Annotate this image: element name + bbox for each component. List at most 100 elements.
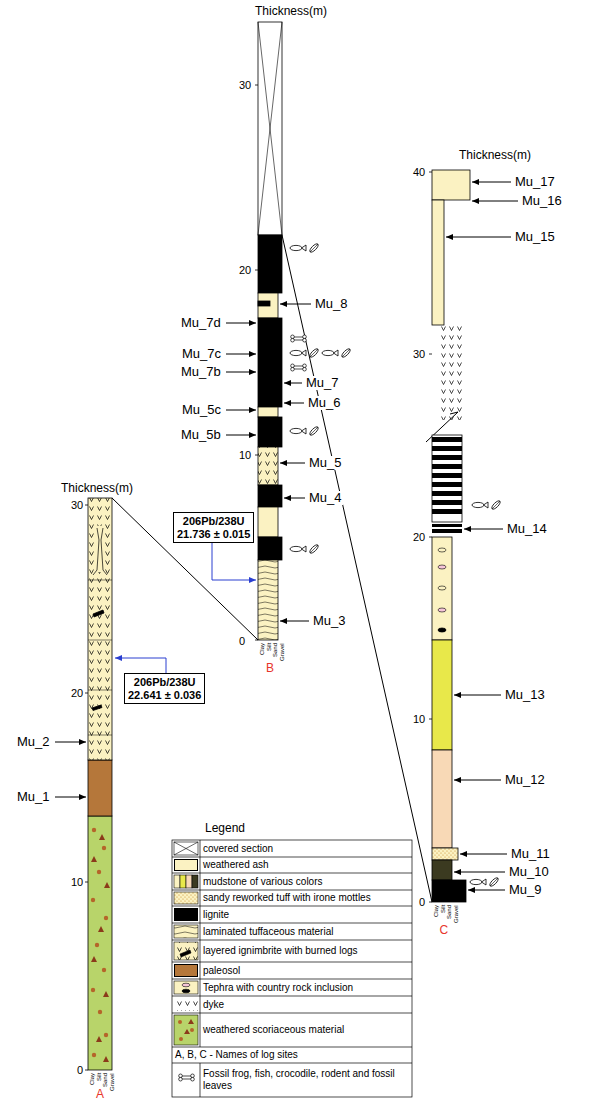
log-b — [258, 537, 282, 560]
log-b — [258, 318, 282, 407]
age-pointer — [115, 536, 256, 680]
fossil-icons — [290, 348, 319, 359]
depth-tick: 30 — [412, 348, 426, 361]
grain-size-label: Clay — [89, 1073, 95, 1085]
legend-text: weathered scoriaceous material — [203, 1024, 344, 1036]
axis-title: Thickness(m) — [254, 5, 328, 19]
site-name: C — [439, 924, 450, 936]
site-name: B — [265, 662, 275, 674]
log-c — [432, 750, 452, 848]
legend-text: laminated tuffaceous material — [203, 926, 333, 938]
sample-label: Mu_14 — [506, 522, 548, 537]
sample-arrow — [226, 354, 256, 355]
log-a — [85, 505, 88, 1070]
log-a — [91, 834, 110, 1062]
log-b — [258, 407, 278, 417]
sample-arrow — [55, 182, 518, 890]
log-c — [432, 200, 444, 325]
sample-label: Mu_6 — [307, 396, 342, 411]
grain-size-label: Silt — [96, 1073, 102, 1081]
sample-label: Mu_7d — [180, 316, 222, 331]
legend-text: sandy reworked tuff with irone mottles — [203, 892, 371, 904]
depth-tick: 20 — [238, 264, 252, 277]
depth-tick: 10 — [412, 713, 426, 726]
legend-text: dyke — [203, 999, 224, 1011]
fossil-icons — [322, 348, 351, 359]
sample-arrow — [460, 854, 507, 855]
log-a — [103, 1056, 109, 1062]
axis-title: Thickness(m) — [458, 149, 532, 163]
depth-tick: 10 — [238, 449, 252, 462]
grain-size-label: Clay — [433, 905, 439, 917]
isotope-ratio: 206Pb/238U — [177, 515, 250, 528]
sample-label: Mu_3 — [312, 614, 347, 629]
legend-sample — [190, 1028, 194, 1032]
sample-label: Mu_5c — [181, 403, 222, 418]
sample-label: Mu_10 — [508, 865, 550, 880]
grain-size-label: Gravel — [109, 1073, 115, 1091]
grain-size-label: Sand — [102, 1073, 108, 1087]
log-a — [102, 968, 106, 972]
depth-tick: 30 — [238, 79, 252, 92]
legend-text: Fossil frog, fish, crocodile, rodent and… — [203, 1068, 407, 1092]
sample-label: Mu_5 — [308, 456, 343, 471]
sample-label: Mu_1 — [16, 790, 51, 805]
log-c — [438, 586, 446, 590]
sample-arrow — [446, 237, 511, 238]
log-c — [432, 848, 458, 860]
legend-text: paleosol — [203, 965, 240, 977]
log-a — [93, 610, 104, 617]
depth-tick: 40 — [412, 166, 426, 179]
isotope-ratio: 206Pb/238U — [128, 676, 201, 689]
log-c — [438, 608, 446, 612]
legend-title: Legend — [204, 822, 246, 836]
sample-arrow — [226, 435, 256, 436]
depth-tick: 0 — [238, 635, 246, 648]
log-a — [102, 846, 106, 850]
log-c — [432, 640, 452, 750]
sample-arrow — [454, 872, 505, 873]
sample-arrow — [226, 410, 256, 411]
sample-arrow — [226, 372, 256, 373]
log-a — [104, 882, 110, 888]
log-b — [255, 22, 282, 640]
log-c — [432, 482, 462, 487]
legend-sample — [182, 983, 190, 987]
log-a — [92, 828, 96, 832]
legend-sample — [180, 950, 191, 957]
log-c — [432, 473, 462, 478]
log-a — [91, 898, 95, 902]
legend-sample — [174, 842, 198, 1081]
legend-sample — [174, 892, 198, 904]
log-b — [255, 85, 258, 640]
log-a — [95, 943, 99, 947]
log-a — [93, 528, 107, 575]
sample-label: Mu_17 — [514, 175, 556, 190]
log-b — [258, 293, 278, 318]
sample-label: Mu_12 — [504, 773, 546, 788]
legend-sample — [179, 1074, 195, 1081]
legend-sample — [180, 875, 186, 888]
depth-tick: 20 — [412, 531, 426, 544]
legend-text: covered section — [203, 843, 273, 855]
log-a — [88, 580, 112, 735]
grain-size-label: Silt — [440, 905, 446, 913]
legend-sample — [192, 875, 198, 888]
log-c — [438, 565, 446, 569]
log-c — [438, 628, 446, 632]
log-c — [440, 325, 462, 420]
log-a — [92, 705, 102, 711]
log-a — [104, 1033, 108, 1037]
log-c — [438, 548, 446, 552]
log-b — [258, 301, 270, 306]
log-c — [432, 509, 462, 514]
legend-sample — [184, 1029, 190, 1034]
correlation-line — [282, 235, 432, 902]
log-a — [98, 1010, 102, 1014]
legend-sample — [174, 842, 198, 855]
log-a — [88, 760, 112, 816]
legend-sample — [186, 875, 192, 888]
log-c — [432, 435, 462, 522]
sample-label: Mu_4 — [308, 491, 343, 506]
log-a — [91, 956, 97, 962]
